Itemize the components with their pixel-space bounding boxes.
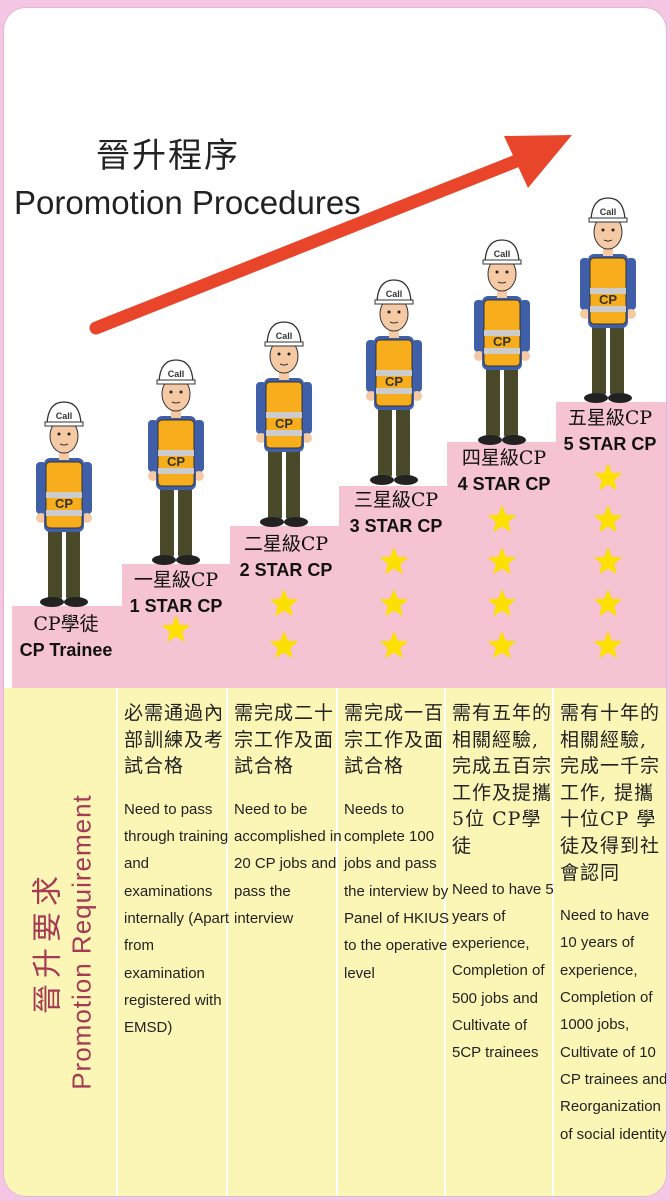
star-icon bbox=[593, 631, 623, 659]
worker-figure: CP Call bbox=[366, 279, 422, 485]
promotion-arrow bbox=[89, 135, 572, 335]
vest-label: CP bbox=[55, 496, 73, 511]
requirement-4star: 需有五年的相關經驗, 完成五百宗工作及提攜5位 CP學徒 Need to hav… bbox=[452, 700, 560, 1067]
requirement-2star-zh: 需完成二十宗工作及面試合格 bbox=[234, 702, 335, 778]
helmet-label: Call bbox=[494, 249, 511, 259]
requirement-5star: 需有十年的相關經驗, 完成一千宗工作, 提攜十位CP 學徒及得到社會認同 Nee… bbox=[560, 700, 666, 1148]
helmet-label: Call bbox=[600, 207, 617, 217]
requirements-panel bbox=[4, 688, 666, 1196]
vest-label: CP bbox=[599, 292, 617, 307]
requirement-1star: 必需通過內部訓練及考試合格 Need to pass through train… bbox=[124, 700, 232, 1041]
star-icon bbox=[269, 589, 299, 617]
helmet-icon bbox=[376, 279, 412, 303]
star-icon bbox=[161, 615, 191, 643]
vest-label: CP bbox=[493, 334, 511, 349]
helmet-icon bbox=[158, 359, 194, 383]
helmet-label: Call bbox=[168, 369, 185, 379]
vest-label: CP bbox=[167, 454, 185, 469]
requirement-5star-en: Need to have 10 years of experience, Com… bbox=[560, 907, 666, 1143]
helmet-label: Call bbox=[56, 411, 73, 421]
star-icon bbox=[379, 631, 409, 659]
worker-figure: CP Call bbox=[474, 239, 530, 445]
vest-label: CP bbox=[385, 374, 403, 389]
requirement-2star: 需完成二十宗工作及面試合格 Need to be accomplished in… bbox=[234, 700, 342, 932]
worker-figure: CP Call bbox=[36, 401, 92, 607]
star-icon bbox=[487, 547, 517, 575]
helmet-icon bbox=[46, 401, 82, 425]
requirement-3star-en: Needs to complete 100 jobs and pass the … bbox=[344, 800, 450, 982]
helmet-icon bbox=[590, 197, 626, 221]
helmet-icon bbox=[484, 239, 520, 263]
requirement-3star: 需完成一百宗工作及面試合格 Needs to complete 100 jobs… bbox=[344, 700, 452, 987]
star-icon bbox=[593, 505, 623, 533]
star-icon bbox=[487, 505, 517, 533]
requirement-heading-zh: 晉升要求 bbox=[30, 870, 66, 1015]
divider bbox=[116, 688, 118, 1196]
helmet-label: Call bbox=[386, 289, 403, 299]
title-en: Poromotion Procedures bbox=[14, 184, 361, 221]
star-icon bbox=[379, 547, 409, 575]
helmet-label: Call bbox=[276, 331, 293, 341]
star-icon bbox=[487, 631, 517, 659]
requirement-1star-en: Need to pass through training and examin… bbox=[124, 800, 230, 1037]
requirement-4star-zh: 需有五年的相關經驗, 完成五百宗工作及提攜5位 CP學徒 bbox=[452, 702, 553, 857]
title-zh: 晉升程序 bbox=[96, 136, 240, 176]
requirement-4star-en: Need to have 5 years of experience, Comp… bbox=[452, 880, 554, 1062]
helmet-icon bbox=[266, 321, 302, 345]
star-icon bbox=[269, 631, 299, 659]
vest-label: CP bbox=[275, 416, 293, 431]
star-icon bbox=[593, 547, 623, 575]
divider bbox=[552, 688, 554, 1196]
worker-figure: CP Call bbox=[148, 359, 204, 565]
requirement-heading-en: Promotion Requirement bbox=[66, 794, 97, 1090]
requirement-heading: 晉升要求 Promotion Requirement bbox=[4, 688, 116, 1196]
star-icon bbox=[593, 463, 623, 491]
requirement-1star-zh: 必需通過內部訓練及考試合格 bbox=[124, 702, 225, 778]
divider bbox=[226, 688, 228, 1196]
requirement-3star-zh: 需完成一百宗工作及面試合格 bbox=[344, 702, 445, 778]
requirement-5star-zh: 需有十年的相關經驗, 完成一千宗工作, 提攜十位CP 學徒及得到社會認同 bbox=[560, 702, 661, 884]
requirement-2star-en: Need to be accomplished in 20 CP jobs an… bbox=[234, 800, 342, 927]
star-icon bbox=[487, 589, 517, 617]
worker-figure: CP Call bbox=[580, 197, 636, 403]
divider bbox=[336, 688, 338, 1196]
star-icon bbox=[593, 589, 623, 617]
divider bbox=[444, 688, 446, 1196]
star-icon bbox=[379, 589, 409, 617]
worker-figure: CP Call bbox=[256, 321, 312, 527]
